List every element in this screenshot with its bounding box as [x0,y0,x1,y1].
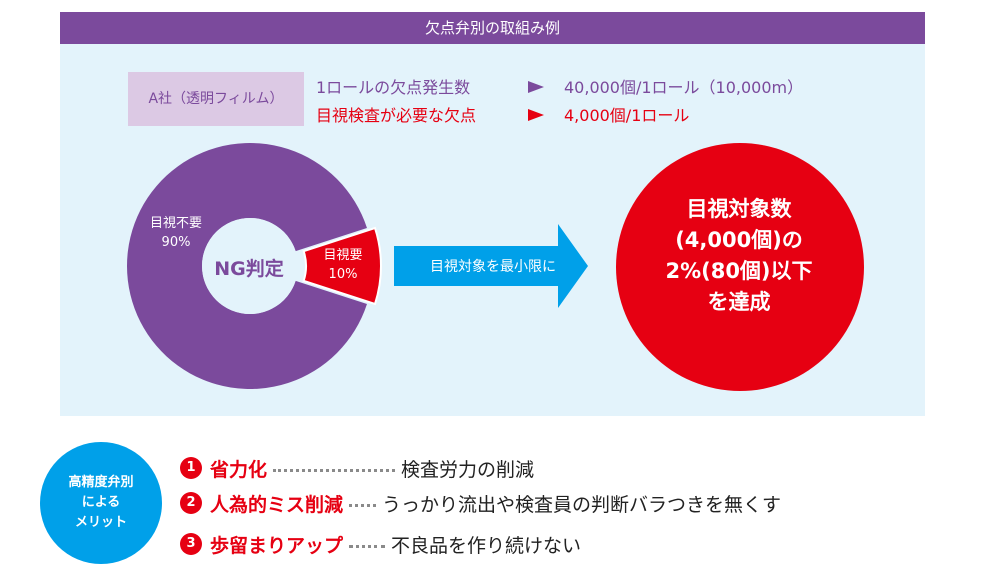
merit-badge-line-2: による [81,495,121,510]
info-total-label: 1ロールの欠点発生数 [316,78,471,97]
result-line-1: 目視対象数 [686,197,792,221]
merit-number-1: 1 [180,457,202,479]
merit-number-3: 3 [180,533,202,555]
info-visual-label: 目視検査が必要な欠点 [316,106,477,125]
donut-center-label: NG判定 [214,258,284,280]
merit-item-desc-1: 検査労力の削減 [401,458,535,481]
slice-label-unneeded: 目視不要 90% [136,214,216,252]
merit-item-name-2: 人為的ミス削減 [210,493,344,516]
result-text: 目視対象数 (4,000個)の 2%(80個)以下 を達成 [616,194,862,318]
pie-slice-needed [302,226,382,306]
slice-unneeded-name: 目視不要 [149,216,202,231]
merit-number-2: 2 [180,492,202,514]
merit-item-desc-3: 不良品を作り続けない [391,534,582,557]
triangle-arrow-icon [528,109,544,121]
dotted-leader [273,468,396,472]
merit-badge-line-3: メリット [74,515,127,530]
dotted-leader [349,544,386,548]
merit-badge: 高精度弁別 による メリット [40,442,162,564]
info-total-value: 40,000個/1ロール（10,000m） [564,78,804,97]
slice-needed-pct: 10% [328,267,358,282]
minimize-arrow [394,224,588,308]
diagram-graphic [126,142,864,391]
merit-item-desc-2: うっかり流出や検査員の判断バラつきを無くす [382,493,782,516]
info-line-visual: 目視検査が必要な欠点 4,000個/1ロール [316,102,689,126]
merit-item-name-1: 省力化 [210,458,268,481]
merit-item-labor: 1 省力化 検査労力の削減 [180,454,534,482]
result-line-2: (4,000個)の [675,228,803,252]
company-label: A社（透明フィルム） [128,72,304,126]
donut-hole [202,218,298,314]
arrow-label: 目視対象を最小限に [430,259,556,275]
slice-unneeded-pct: 90% [161,235,191,250]
slice-needed-name: 目視要 [323,248,363,263]
merit-item-yield: 3 歩留まりアップ 不良品を作り続けない [180,530,581,558]
result-line-4: を達成 [707,290,771,314]
merit-item-error: 2 人為的ミス削減 うっかり流出や検査員の判断バラつきを無くす [180,489,781,517]
triangle-arrow-icon [528,81,544,93]
info-line-total: 1ロールの欠点発生数 40,000個/1ロール（10,000m） [316,74,803,98]
slice-label-needed: 目視要 10% [312,246,374,284]
result-line-3: 2%(80個)以下 [665,259,813,283]
dotted-leader [349,503,377,507]
merit-item-name-3: 歩留まりアップ [210,534,344,557]
pie-slice-unneeded [126,142,367,390]
info-visual-value: 4,000個/1ロール [564,106,690,125]
merit-badge-line-1: 高精度弁別 [68,475,134,490]
panel-title: 欠点弁別の取組み例 [60,12,925,44]
result-circle [616,143,864,391]
